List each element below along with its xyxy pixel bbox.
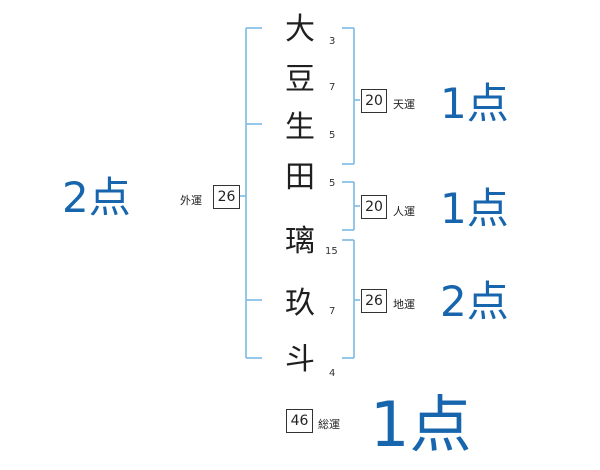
- sou-value-box: 46: [286, 409, 313, 433]
- stroke-count-5: 15: [325, 246, 338, 257]
- chi-label: 地運: [393, 298, 415, 311]
- ten-value-box: 20: [361, 89, 387, 113]
- gai-label: 外運: [180, 194, 202, 207]
- chi-score: 2点: [440, 277, 509, 326]
- name-char-5: 璃: [285, 224, 315, 259]
- stroke-count-4: 5: [329, 178, 336, 189]
- name-char-7: 斗: [285, 342, 315, 377]
- gai-score: 2点: [62, 173, 131, 222]
- sou-label: 総運: [318, 418, 340, 431]
- jin-label: 人運: [393, 205, 415, 218]
- stroke-count-2: 7: [329, 82, 336, 93]
- chi-value-box: 26: [361, 289, 387, 313]
- name-char-3: 生: [285, 110, 315, 145]
- name-char-2: 豆: [285, 62, 315, 97]
- name-char-6: 玖: [285, 286, 315, 321]
- name-char-1: 大: [285, 12, 315, 47]
- jin-value-box: 20: [361, 195, 387, 219]
- sou-score: 1点: [370, 388, 472, 461]
- name-char-4: 田: [285, 160, 315, 195]
- gai-value-box: 26: [213, 185, 240, 209]
- stroke-count-6: 7: [329, 306, 336, 317]
- ten-label: 天運: [393, 98, 415, 111]
- jin-score: 1点: [440, 184, 509, 233]
- ten-score: 1点: [440, 79, 509, 128]
- stroke-count-1: 3: [329, 36, 336, 47]
- stroke-count-7: 4: [329, 368, 336, 379]
- stroke-count-3: 5: [329, 130, 336, 141]
